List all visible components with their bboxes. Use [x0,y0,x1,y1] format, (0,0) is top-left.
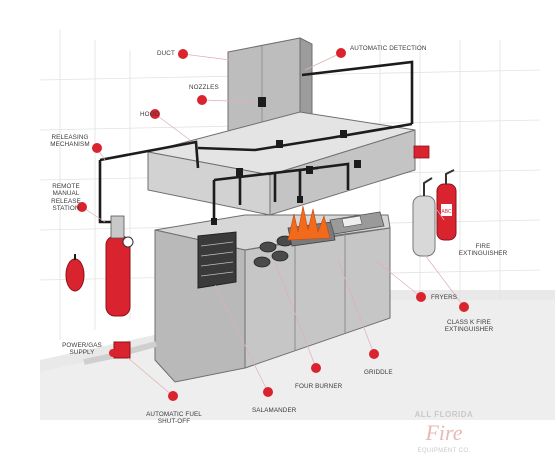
label-class-k-fire-extinguisher: CLASS K FIRE EXTINGUISHER [444,319,494,334]
callout-dot-automatic-fuel-shut-off [168,391,178,401]
label-griddle: GRIDDLE [364,369,393,376]
callout-dot-salamander [263,387,273,397]
leader-lines [81,52,465,397]
label-remote-manual-release-station: REMOTE MANUAL RELEASE STATION [51,183,81,213]
callout-dot-automatic-detection [336,48,346,58]
label-fire-extinguisher: FIRE EXTINGUISHER [458,243,508,258]
callout-dot-class-k-fire-extinguisher [459,302,469,312]
label-power-gas-supply: POWER/GAS SUPPLY [62,342,102,357]
callout-dot-hood [150,109,160,119]
automatic-fuel-shut-off-valve [113,341,131,359]
callout-dot-griddle [369,349,379,359]
callout-markers [77,48,469,401]
watermark-line-2: Fire [425,420,463,445]
company-watermark-logo: ALL FLORIDA Fire EQUIPMENT CO. [398,410,490,462]
label-automatic-detection: AUTOMATIC DETECTION [350,45,427,52]
callout-dot-releasing-mechanism [92,143,102,153]
label-automatic-fuel-shut-off: AUTOMATIC FUEL SHUT-OFF [146,411,202,426]
label-hood: HOOD [140,111,160,118]
callout-dot-duct [178,49,188,59]
callout-dot-nozzles [197,95,207,105]
pipe-fittings [211,97,361,225]
hood [147,111,416,216]
label-four-burner: FOUR BURNER [295,383,343,390]
callout-dot-four-burner [311,363,321,373]
watermark-line-1: ALL FLORIDA [414,410,474,419]
callout-dot-remote-manual-release-station [77,202,87,212]
extinguisher-label-text: ABC [441,209,452,215]
flame-graphic [287,205,331,241]
callout-dot-fryers [416,292,426,302]
label-fryers: FRYERS [431,294,458,301]
label-salamander: SALAMANDER [252,407,297,414]
releasing-mechanism-cylinder [105,215,134,317]
fire-extinguishers: ABC [412,145,457,257]
label-duct: DUCT [157,50,175,57]
callout-dot-power-gas-supply [109,349,117,357]
cooking-line [154,205,391,383]
label-nozzles: NOZZLES [189,84,219,91]
label-releasing-mechanism: RELEASING MECHANISM [50,134,90,149]
remote-manual-release-station [65,254,85,292]
watermark-line-3: EQUIPMENT CO. [417,448,471,454]
callout-dot-fire-extinguisher [442,219,452,229]
extinguisher-sign [413,145,430,159]
